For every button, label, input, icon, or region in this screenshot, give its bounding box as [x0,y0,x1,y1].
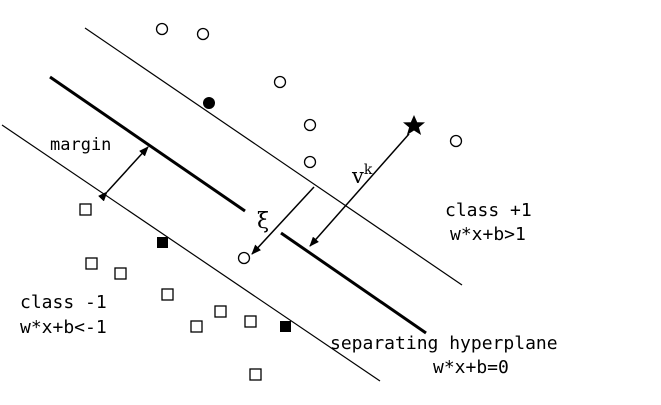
class-positive-label: class +1 [445,200,532,221]
upper-margin-line [84,27,463,286]
class-negative-rule: w*x+b<-1 [20,317,107,338]
positive-point [303,155,317,169]
negative-point [161,288,174,301]
positive-point [196,27,210,41]
negative-support-vector [157,237,168,248]
positive-point [273,75,287,89]
positive-point [303,118,317,132]
positive-points [155,22,463,265]
class-positive-rule: w*x+b>1 [450,224,526,245]
positive-support-vector [203,97,215,109]
distance-arrow [309,133,410,247]
negative-point [214,305,227,318]
negative-point [190,320,203,333]
slack-label: ξ [257,209,269,234]
star-icon [403,115,425,135]
lower-margin-line [1,124,381,382]
margin-arrow [97,146,149,202]
negative-point [114,267,127,280]
margin-label: margin [50,135,111,155]
positive-point [449,134,463,148]
hyperplane-line-right [280,231,427,335]
negative-point [249,368,262,381]
negative-point [85,257,98,270]
hyperplane-label: separating hyperplane [330,333,558,354]
positive-point [155,22,169,36]
slack-arrow [251,186,315,255]
hyperplane-line-left [49,75,246,213]
negative-support-vector [280,321,291,332]
distance-label: vk [351,162,373,188]
distance-label-superscript: k [364,162,373,178]
hyperplane-rule: w*x+b=0 [433,357,509,378]
class-negative-label: class -1 [20,292,107,313]
negative-point [244,315,257,328]
distance-label-base: v [351,164,364,188]
negative-points [79,203,291,381]
misclassified-positive-point [237,251,251,265]
negative-point [79,203,92,216]
